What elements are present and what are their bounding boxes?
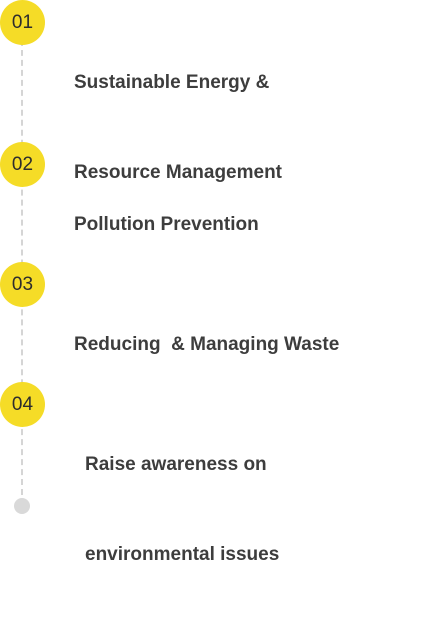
step-number-badge: 02 bbox=[0, 142, 45, 187]
step-number-badge: 01 bbox=[0, 0, 45, 45]
timeline-end-dot bbox=[14, 498, 30, 514]
step-number-badge: 04 bbox=[0, 382, 45, 427]
step-title: Raise awareness on environmental issues bbox=[85, 390, 279, 630]
step-title-line: environmental issues bbox=[85, 544, 280, 565]
step-title-line: Resource Management bbox=[74, 162, 283, 183]
step-title: Sustainable Energy & Resource Management bbox=[74, 8, 282, 248]
step-title: Pollution Prevention bbox=[74, 150, 259, 300]
step-title-line: Reducing & Managing Waste bbox=[74, 334, 340, 355]
step-number-badge: 03 bbox=[0, 262, 45, 307]
step-title-line: Pollution Prevention bbox=[74, 214, 259, 235]
step-title-line: Raise awareness on bbox=[85, 454, 267, 475]
step-title-line: Sustainable Energy & bbox=[74, 72, 270, 93]
step-title: Reducing & Managing Waste bbox=[74, 270, 339, 420]
